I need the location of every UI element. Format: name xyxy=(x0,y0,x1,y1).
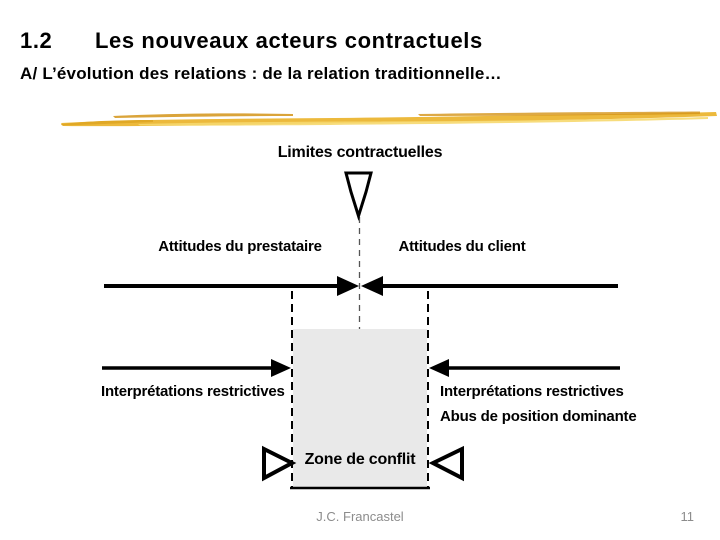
right-arrowhead-icon xyxy=(429,359,449,377)
attitudes-left-arrowhead-icon xyxy=(337,276,359,296)
subtitle: A/ L’évolution des relations : de la rel… xyxy=(20,64,502,83)
title-text: Les nouveaux acteurs contractuels xyxy=(95,28,483,53)
marker-highlight xyxy=(138,117,708,126)
label-abus-position-dominante: Abus de position dominante xyxy=(440,408,637,425)
page-title: 1.2 Les nouveaux acteurs contractuels xyxy=(20,28,483,54)
down-arrow-outline-icon xyxy=(344,171,373,222)
marker-left-tail xyxy=(61,120,153,126)
attitudes-converging-arrows xyxy=(104,276,618,296)
label-limites-contractuelles: Limites contractuelles xyxy=(277,144,443,161)
bottom-right-arrow-outline-icon xyxy=(428,445,464,482)
marker-dark-streak-right xyxy=(418,111,700,116)
label-zone-de-conflit: Zone de conflit xyxy=(304,451,416,468)
footer-author: J.C. Francastel xyxy=(316,509,404,524)
attitudes-right-arrowhead-icon xyxy=(361,276,383,296)
title-number: 1.2 xyxy=(20,28,53,53)
left-arrowhead-icon xyxy=(271,359,291,377)
conflict-zone-fill xyxy=(293,329,427,487)
label-attitudes-prestataire: Attitudes du prestataire xyxy=(158,238,322,255)
yellow-marker-stroke-icon xyxy=(61,111,717,127)
footer-page-number: 11 xyxy=(680,509,695,524)
bottom-left-arrow-outline-icon xyxy=(262,445,297,482)
conflict-zone-box xyxy=(290,291,430,490)
marker-dark-streak-left xyxy=(113,113,293,118)
label-interpretations-left: Interprétations restrictives xyxy=(101,383,285,400)
interpretation-arrows xyxy=(102,359,620,377)
label-interpretations-right: Interprétations restrictives xyxy=(440,383,624,400)
label-attitudes-client: Attitudes du client xyxy=(398,238,526,255)
